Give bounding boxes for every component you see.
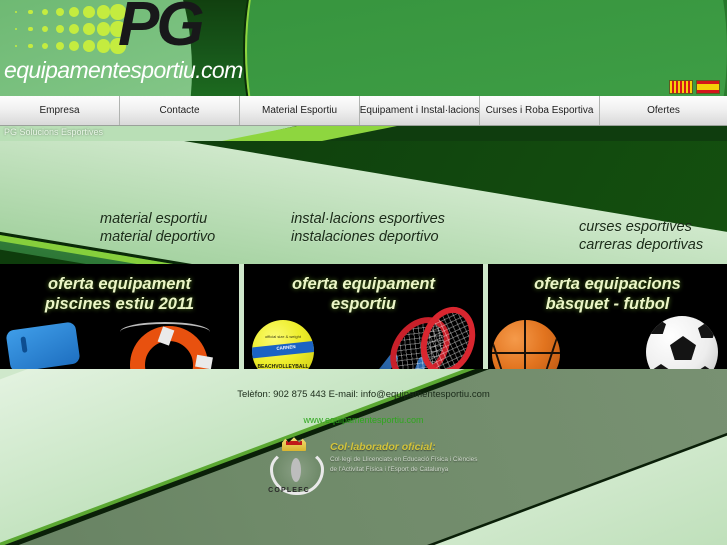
logo-dot — [55, 24, 64, 34]
logo-dot — [96, 39, 111, 53]
football-panel-topright — [698, 322, 716, 338]
logo-dot — [83, 40, 95, 52]
offer-panel-equipment[interactable]: oferta equipament esportiu official size… — [244, 264, 483, 369]
category-caption-races[interactable]: curses esportives carreras deportivas — [579, 219, 703, 254]
logo-dot — [55, 7, 64, 17]
offer-title-equipment: oferta equipament esportiu — [291, 275, 436, 314]
basketball-icon — [492, 320, 560, 369]
tagline-bar: PG Solucions Esportives — [0, 125, 727, 141]
logo-domain-text[interactable]: equipamentesportiu.com — [4, 57, 243, 83]
logo-dot — [96, 22, 111, 36]
basketball-seam-left — [492, 327, 508, 369]
pool-float-icon — [5, 321, 81, 369]
football-panel-center — [670, 336, 696, 360]
logo-dot — [55, 41, 64, 51]
category-caption-installations-es: instalaciones deportivo — [291, 228, 439, 245]
basketball-seam-right — [540, 327, 560, 369]
logo-dot — [14, 10, 18, 14]
coplefc-emblem-icon — [266, 437, 324, 495]
category-caption-installations[interactable]: instal·lacions esportives instalaciones … — [291, 211, 445, 246]
life-ring-stripe-two — [195, 354, 213, 369]
logo-dot — [28, 26, 33, 32]
header-swoosh-middle — [245, 0, 727, 96]
offer-panel-kits[interactable]: oferta equipacions bàsquet - futbol — [488, 264, 727, 369]
collaborator-block: COPLEFC Col·laborador oficial: Col·legi … — [258, 437, 478, 497]
emblem-wreath — [270, 449, 324, 495]
nav-item-contacte[interactable]: Contacte — [120, 96, 240, 125]
logo-dot-pattern — [8, 4, 133, 58]
volleyball-label: BEACHVOLLEYBALL — [257, 364, 309, 369]
logo-dot — [110, 4, 126, 20]
football-panel-bottomleft — [652, 364, 670, 369]
catalan-flag-icon[interactable] — [669, 80, 693, 94]
category-caption-races-ca: curses esportives — [579, 219, 692, 235]
nav-item-empresa[interactable]: Empresa — [0, 96, 120, 125]
footer-contact-info: Telèfon: 902 875 443 E-mail: info@equipa… — [237, 389, 490, 400]
site-header: PG equipamentesportiu.com — [0, 0, 727, 96]
logo-dot — [69, 41, 80, 51]
collaborator-subtitle: Col·legi de Llicenciats en Educació Físi… — [330, 456, 478, 473]
logo-dot — [96, 5, 111, 19]
footer-website-link[interactable]: www.equipamentesportiu.com — [303, 415, 424, 425]
football-icon — [646, 316, 718, 369]
category-caption-material-ca: material esportiu — [100, 211, 208, 227]
collaborator-title: Col·laborador oficial: — [330, 441, 436, 453]
logo-dot — [42, 8, 49, 16]
logo-dot — [69, 7, 80, 17]
logo-dot — [14, 27, 18, 31]
logo-dot — [42, 42, 49, 50]
language-switcher — [669, 80, 720, 94]
nav-item-equipament-i-instal-lacions[interactable]: Equipament i Instal·lacions — [360, 96, 480, 125]
header-swoosh-left — [0, 0, 192, 96]
spanish-flag-icon[interactable] — [696, 80, 720, 94]
offer-panels: oferta equipament piscines estiu 2011 of… — [0, 264, 727, 369]
logo-dot — [14, 44, 18, 48]
logo-dot — [110, 21, 126, 37]
collaborator-acronym: COPLEFC — [268, 487, 310, 494]
category-caption-material-es: material deportivo — [100, 228, 216, 245]
logo-dot — [83, 23, 95, 35]
basketball-seam-horizontal — [492, 352, 560, 354]
nav-item-curses-i-roba-esportiva[interactable]: Curses i Roba Esportiva — [480, 96, 600, 125]
category-caption-material[interactable]: material esportiu material deportivo — [100, 211, 215, 246]
logo-dot — [28, 43, 33, 49]
site-footer: Telèfon: 902 875 443 E-mail: info@equipa… — [0, 369, 727, 545]
offer-panel-pool[interactable]: oferta equipament piscines estiu 2011 — [0, 264, 239, 369]
category-caption-races-es: carreras deportivas — [579, 236, 704, 253]
basketball-seam-vertical — [524, 320, 526, 369]
football-panel-bottomright — [696, 366, 714, 369]
nav-item-ofertes[interactable]: Ofertes — [647, 105, 680, 116]
logo-mark[interactable]: PG — [118, 0, 205, 59]
offer-title-kits: oferta equipacions bàsquet - futbol — [534, 275, 681, 314]
volleyball-text-top: official size & weight — [265, 334, 301, 339]
logo-dot — [69, 24, 80, 34]
emblem-crown — [282, 437, 306, 451]
logo-dot — [110, 38, 126, 54]
offer-title-pool: oferta equipament piscines estiu 2011 — [44, 275, 195, 314]
logo-dot — [42, 25, 49, 33]
nav-item-material-esportiu[interactable]: Material Esportiu — [240, 96, 360, 125]
logo-dot — [28, 9, 33, 15]
tagline-bar-light-shape — [0, 125, 300, 141]
football-panel-topleft — [648, 318, 666, 334]
site-tagline: PG Solucions Esportives — [4, 127, 104, 137]
category-caption-installations-ca: instal·lacions esportives — [291, 211, 445, 227]
category-banner — [0, 141, 727, 264]
volleyball-icon: official size & weight CARNEN BEACHVOLLE… — [252, 320, 314, 369]
lifering-rope — [120, 322, 210, 342]
logo-dot — [83, 6, 95, 18]
